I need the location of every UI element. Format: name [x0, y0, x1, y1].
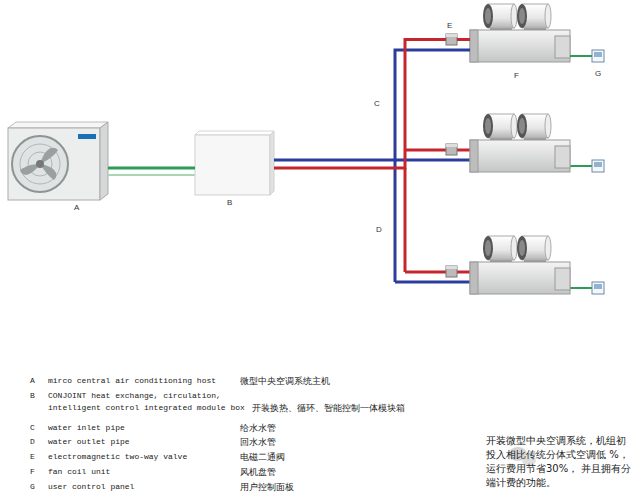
legend-letter: C: [30, 422, 35, 434]
water-pipes: [394, 160, 397, 282]
pipe-letter: D: [376, 226, 382, 235]
outdoor-unit: [36, 160, 44, 168]
water-pipes: [395, 281, 470, 284]
water-pipes: [404, 168, 407, 272]
water-pipe: [108, 167, 195, 170]
outdoor-unit: [78, 134, 96, 139]
two-way-valve: E: [446, 34, 457, 45]
legend-english: fan coil unit: [48, 466, 110, 478]
control-panel: G: [592, 50, 604, 62]
legend-english: water inlet pipe: [48, 422, 125, 434]
module-box: [195, 131, 274, 195]
water-pipe: [274, 40, 446, 169]
water-pipes: [570, 287, 592, 289]
part-letter: B: [227, 199, 232, 208]
legend-letter: G: [30, 481, 35, 493]
legend-letter: F: [30, 466, 35, 478]
outdoor-unit: [20, 144, 60, 184]
outdoor-unit: A: [8, 122, 108, 200]
legend-english: user control panel: [48, 481, 134, 493]
module-box: [195, 135, 270, 195]
water-pipes: [570, 165, 592, 167]
note-text: 开装微型中央空调系统，机组初投入相比传统分体式空调低 %，运行费用节省30%， …: [486, 434, 634, 490]
outdoor-unit: [12, 136, 68, 192]
legend-chinese: 用户控制面板: [240, 481, 294, 493]
legend-chinese: 风机盘管: [240, 466, 276, 478]
legend-letter: E: [30, 451, 35, 463]
legend-letter: B: [30, 390, 35, 402]
outdoor-unit: [8, 122, 108, 128]
legend-english: CONJOINT heat exchange, circulation, int…: [48, 390, 253, 414]
part-letter: E: [447, 22, 452, 31]
outdoor-unit: [8, 122, 195, 200]
fan-coil-unit: [446, 114, 604, 172]
fan-coil-unit: [446, 236, 604, 294]
part-letter: G: [595, 70, 601, 79]
water-pipe: [570, 55, 592, 57]
module-box: [270, 131, 274, 195]
outdoor-unit: [8, 128, 100, 200]
module-box: [195, 131, 274, 135]
water-pipes: [405, 271, 446, 274]
legend-letter: D: [30, 436, 35, 448]
water-pipes: [457, 149, 470, 152]
legend-chinese: 回水水管: [240, 436, 276, 448]
pipe-letter: C: [374, 100, 380, 109]
water-pipes: [457, 271, 470, 274]
module-box: B: [195, 131, 274, 195]
water-pipe: [274, 50, 470, 160]
outdoor-unit: [100, 122, 108, 200]
fan-coil-unit: F: [470, 30, 570, 62]
legend-english: electromagnetic two-way valve: [48, 451, 187, 463]
legend-chinese: 微型中央空调系统主机: [240, 375, 330, 387]
part-letter: F: [514, 72, 519, 81]
water-pipe: [457, 38, 470, 41]
legend-chinese: 开装换热、循环、智能控制一体模块箱: [252, 402, 405, 414]
fan-coil-unit: [446, 4, 604, 62]
legend-english: mirco central air conditioning host: [48, 375, 216, 387]
legend-letter: A: [30, 375, 35, 387]
water-pipes: [405, 149, 446, 152]
legend-chinese: 给水水管: [240, 422, 276, 434]
legend-english: water outlet pipe: [48, 436, 130, 448]
legend-chinese: 电磁二通阀: [240, 451, 285, 463]
part-letter: A: [74, 204, 79, 213]
outdoor-unit: [108, 174, 195, 176]
